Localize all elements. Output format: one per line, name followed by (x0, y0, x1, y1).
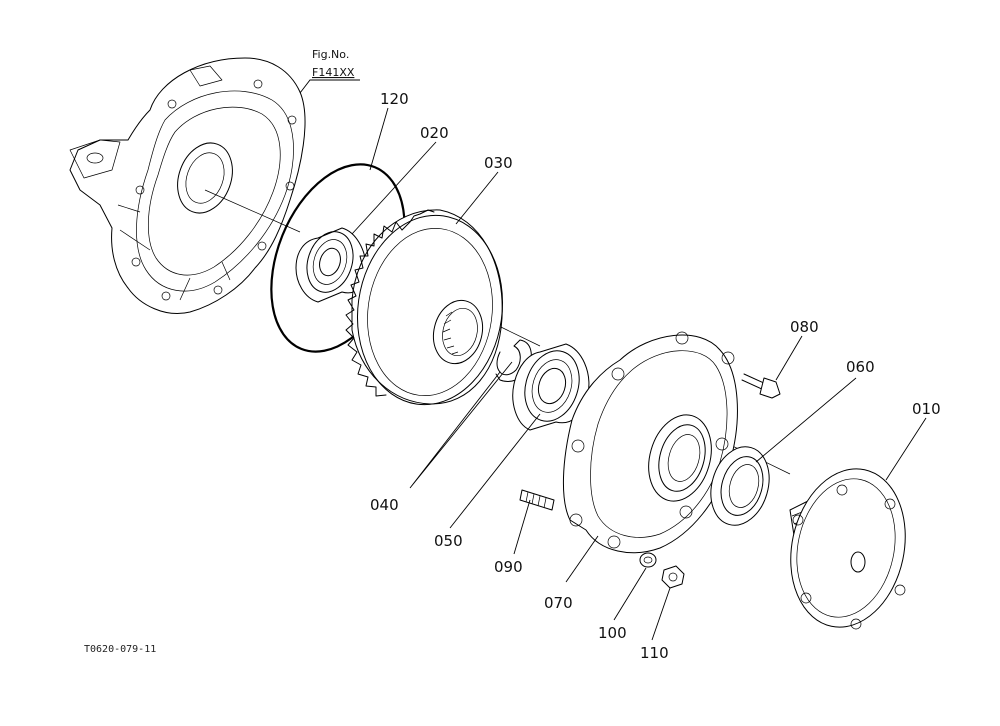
callout-050: 050 (434, 532, 463, 550)
figure-number: F141XX (312, 66, 355, 79)
spring-washer-100 (639, 552, 657, 568)
callout-080: 080 (790, 318, 819, 336)
bevel-gear-030 (345, 209, 504, 406)
callout-010: 010 (912, 400, 941, 418)
figure-label: Fig.No. (312, 48, 349, 61)
callout-110: 110 (640, 644, 669, 662)
bolt-080 (741, 373, 781, 399)
stud-090 (519, 489, 555, 511)
callout-040: 040 (370, 496, 399, 514)
drawing-code: T0620-079-11 (84, 644, 156, 655)
callout-100: 100 (598, 624, 627, 642)
callout-020: 020 (420, 124, 449, 142)
bearing-050 (512, 343, 590, 431)
callout-120: 120 (380, 90, 409, 108)
gear-case-cover-070 (562, 331, 738, 554)
axle-flange-010 (789, 468, 906, 630)
bearing-020 (295, 227, 367, 303)
nut-110 (661, 565, 685, 589)
callout-030: 030 (484, 154, 513, 172)
axle-housing (69, 57, 306, 314)
oil-seal-060 (710, 446, 770, 526)
callout-090: 090 (494, 558, 523, 576)
leader-lines (299, 79, 927, 641)
callout-060: 060 (846, 358, 875, 376)
callout-070: 070 (544, 594, 573, 612)
